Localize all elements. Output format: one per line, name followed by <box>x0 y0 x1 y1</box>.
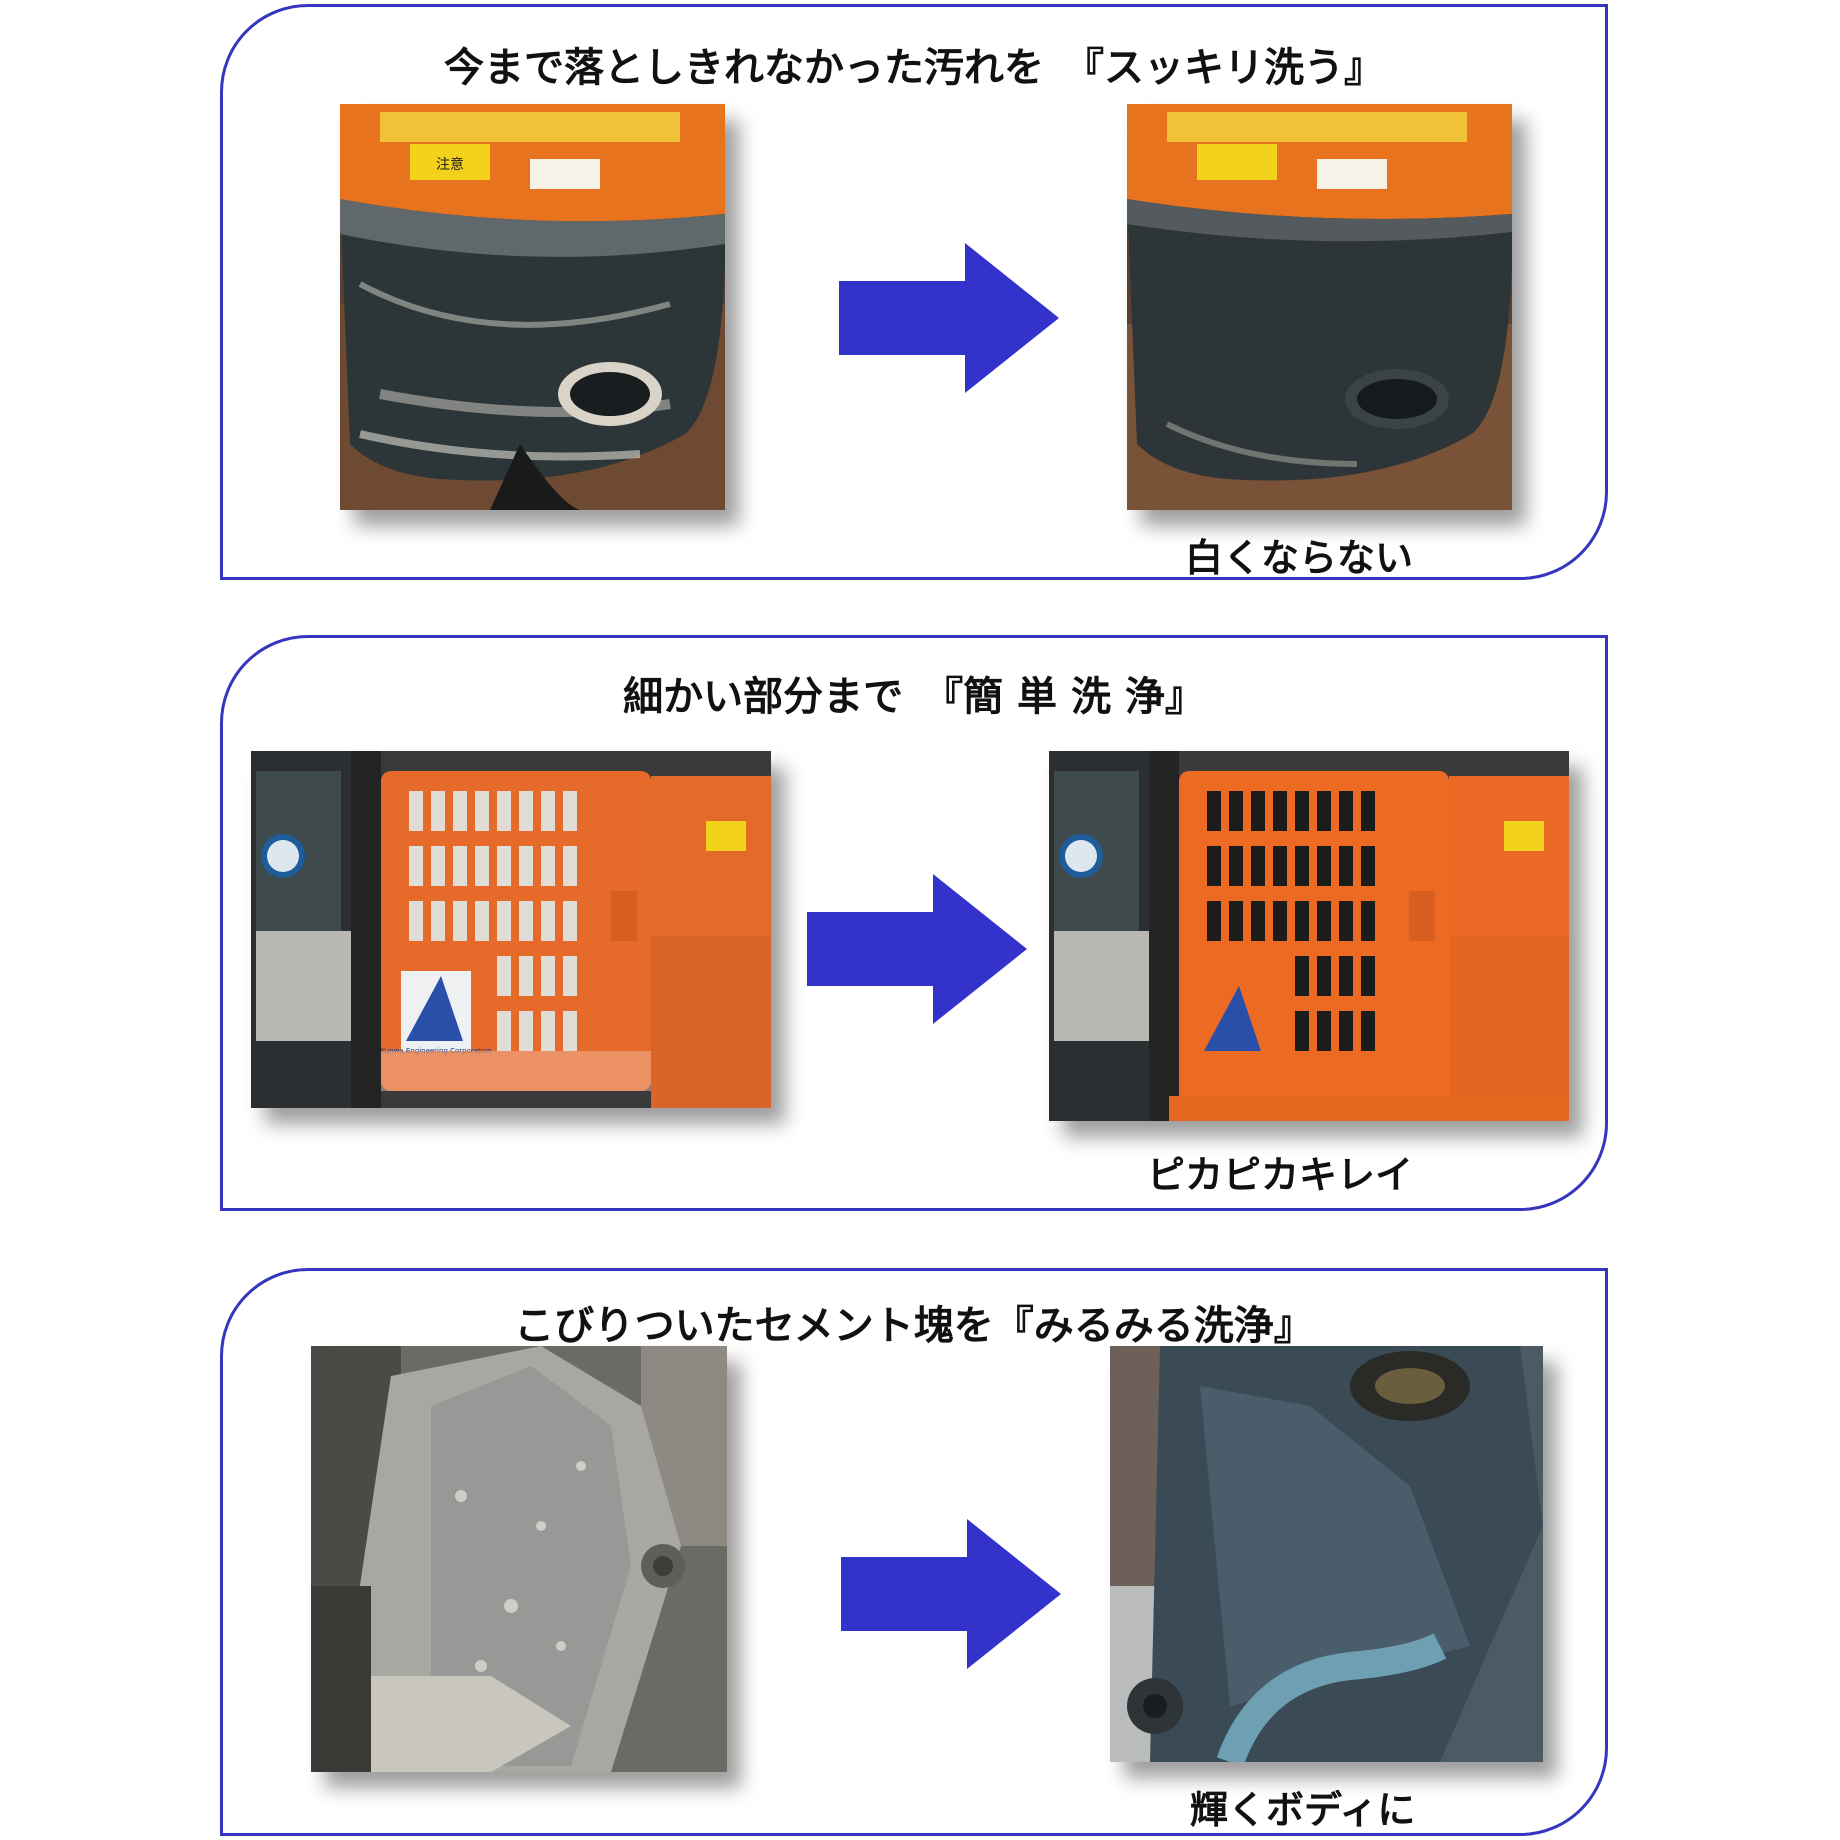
before-photo-bucket <box>311 1346 727 1772</box>
section-2-title: 細かい部分まで 『簡 単 洗 浄』 <box>623 674 1205 720</box>
section-3-title: こびりついたセメント塊を『みるみる洗浄』 <box>514 1303 1314 1349</box>
section-1-title: 今まで落としきれなかった汚れを 『スッキリ洗う』 <box>444 45 1384 91</box>
before-photo-grille: Kunwa Engineering Corporation <box>251 751 771 1108</box>
after-photo-grille <box>1049 751 1569 1121</box>
section-2-caption: ピカピカキレイ <box>1147 1153 1414 1197</box>
after-photo-bumper <box>1127 104 1512 510</box>
section-1-panel: 今まで落としきれなかった汚れを 『スッキリ洗う』 注意 <box>220 4 1608 580</box>
section-3-panel: こびりついたセメント塊を『みるみる洗浄』 <box>220 1268 1608 1836</box>
right-arrow-icon <box>841 1519 1061 1669</box>
right-arrow-icon <box>839 243 1059 393</box>
section-2-panel: 細かい部分まで 『簡 単 洗 浄』 Kunwa Engi <box>220 635 1608 1211</box>
section-1-caption: 白くならない <box>1185 536 1414 580</box>
before-photo-bumper: 注意 <box>340 104 725 510</box>
section-3-caption: 輝くボディに <box>1190 1788 1416 1832</box>
after-photo-bucket <box>1110 1346 1543 1762</box>
sticker-text: 注意 <box>436 156 464 173</box>
right-arrow-icon <box>807 874 1027 1024</box>
